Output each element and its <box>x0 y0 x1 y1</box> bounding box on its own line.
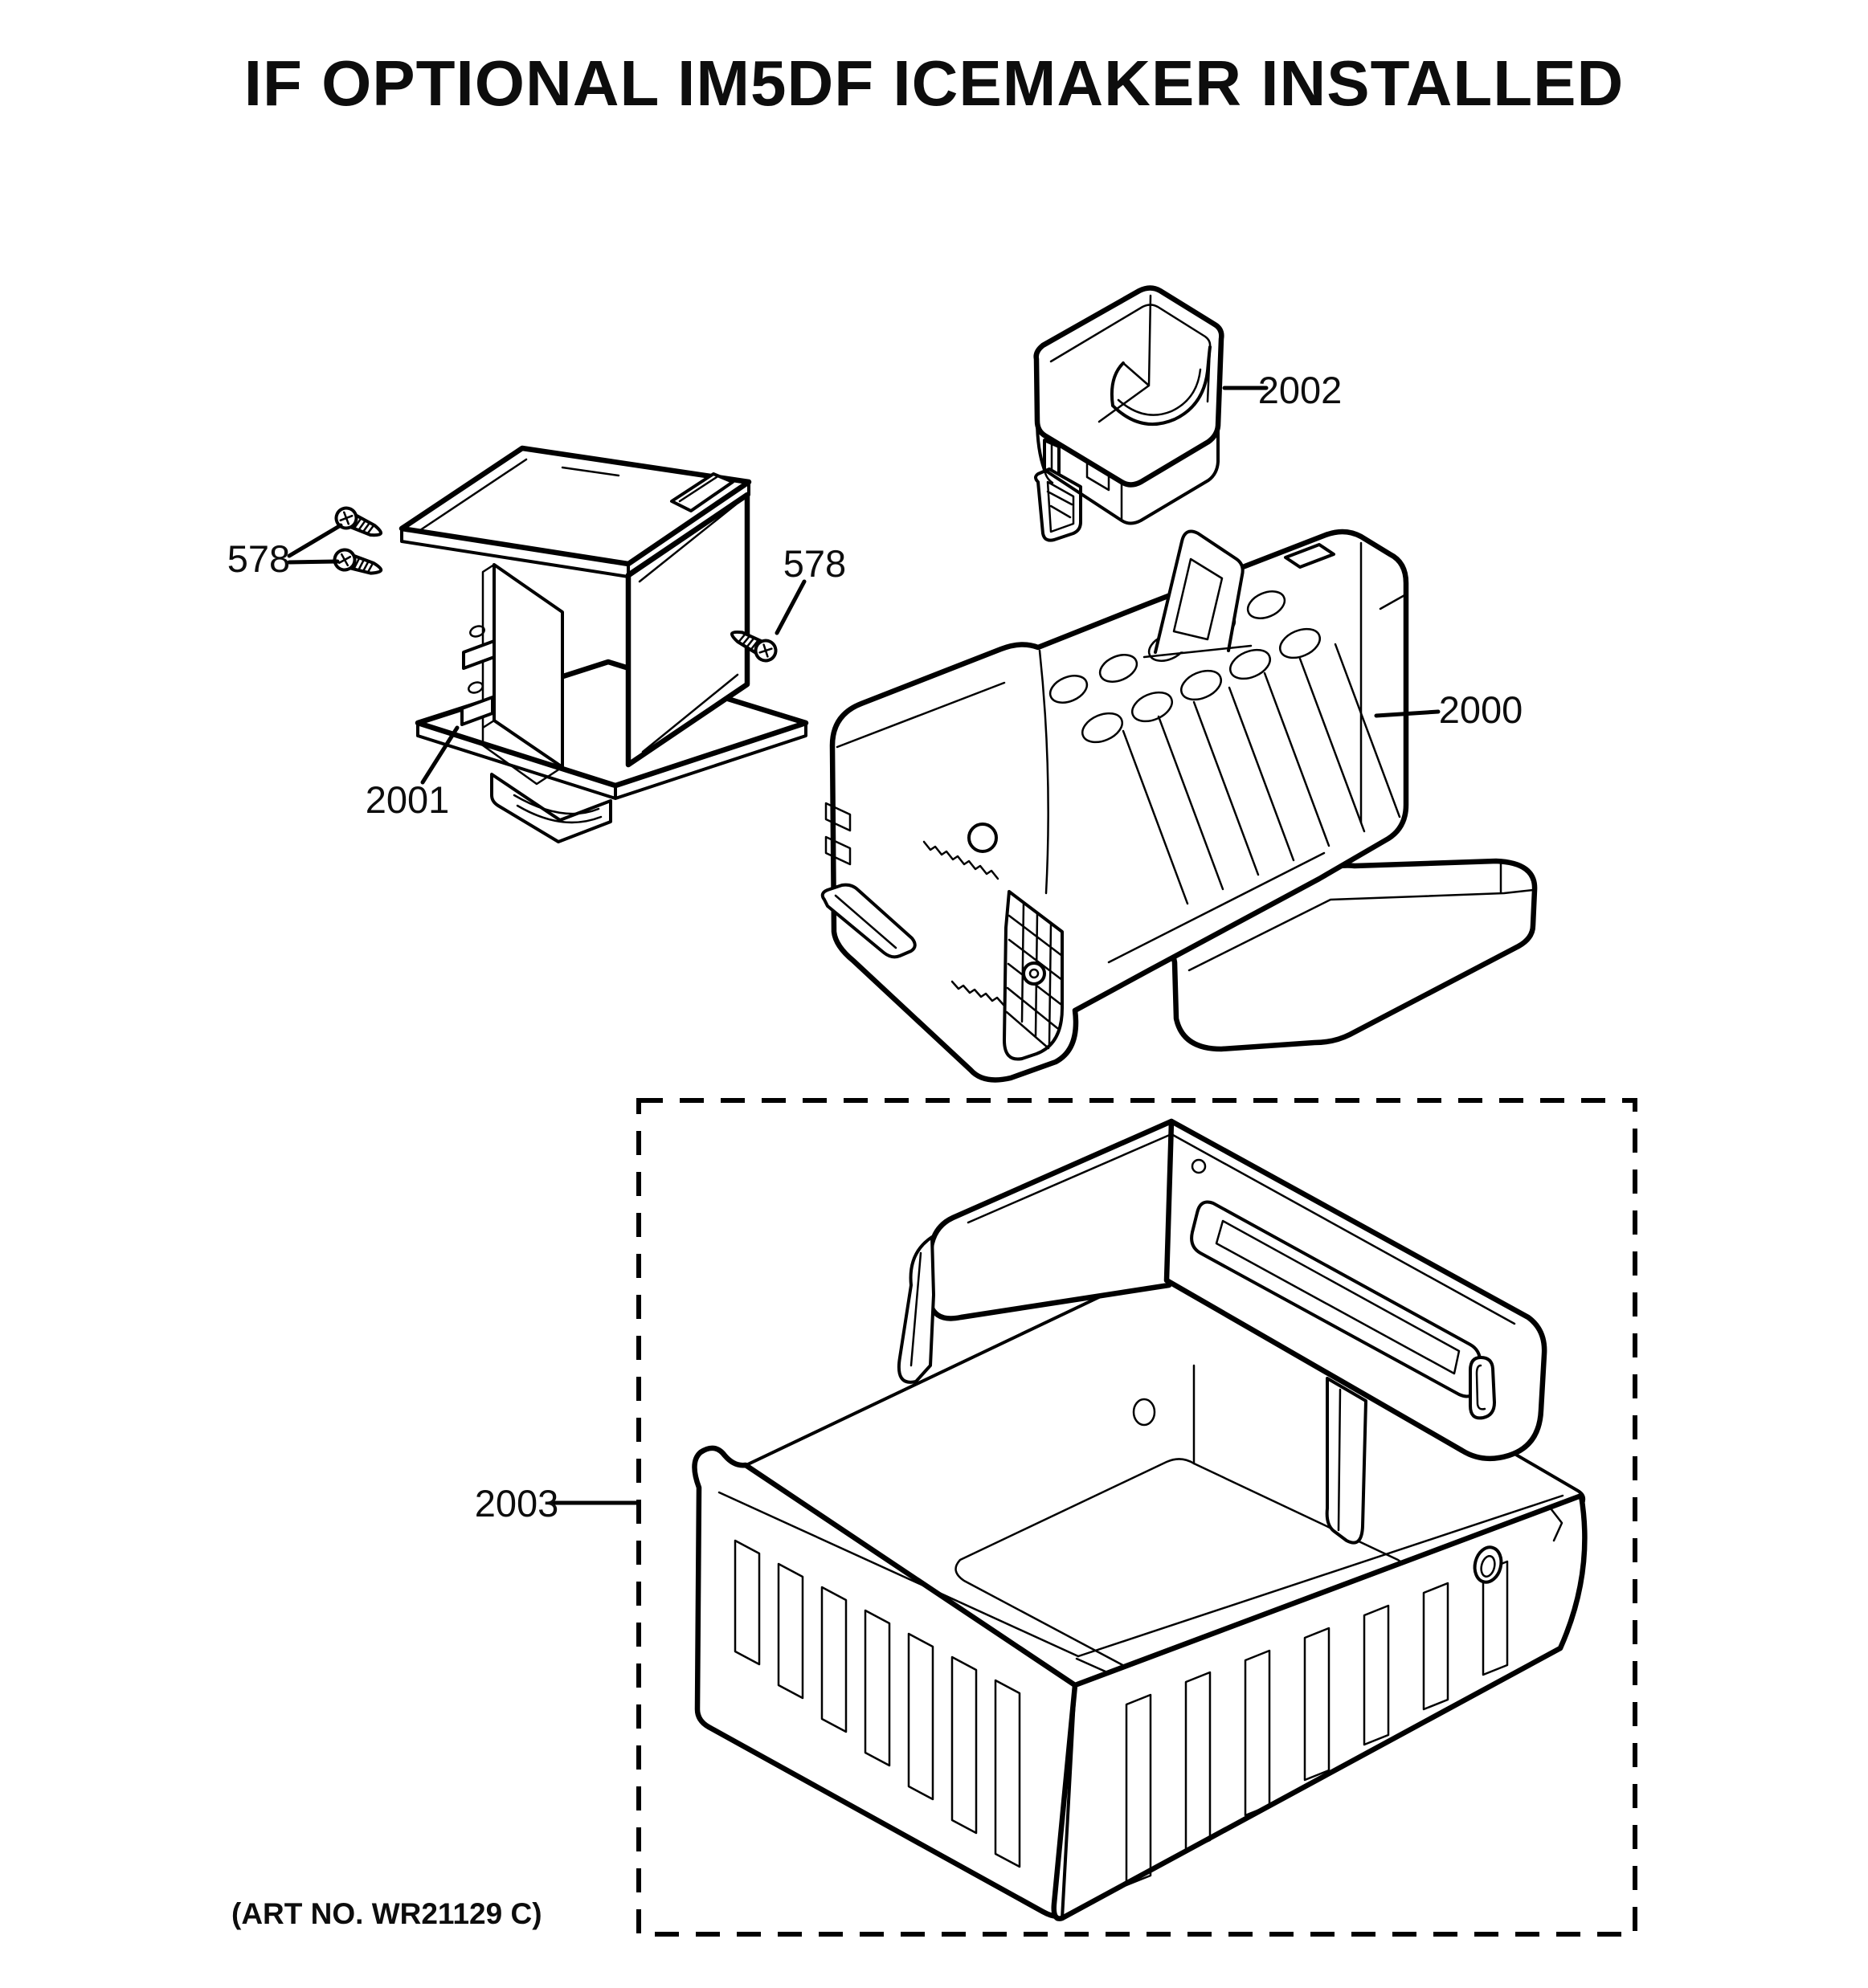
optional-group-dashed-box <box>636 1098 1637 1937</box>
leader-2000 <box>1374 709 1441 718</box>
fill-cup-drawing <box>1033 285 1224 542</box>
leader-578-left-1 <box>287 523 343 558</box>
part-label-2002: 2002 <box>1258 369 1343 411</box>
art-number: (ART NO. WR21129 C) <box>231 1897 542 1930</box>
leader-578-left-2 <box>287 559 340 565</box>
bucket-slide-rail-drawing <box>897 1118 1547 1545</box>
part-label-578-left: 578 <box>227 537 290 580</box>
part-label-578-right: 578 <box>783 542 846 585</box>
part-label-2003: 2003 <box>475 1482 559 1525</box>
part-label-2000: 2000 <box>1439 688 1523 731</box>
part-label-2001: 2001 <box>366 778 450 821</box>
leader-2001 <box>420 725 460 785</box>
page-title: IF OPTIONAL IM5DF ICEMAKER INSTALLED <box>243 47 1625 119</box>
leader-578-right <box>775 579 807 635</box>
icemaker-drawing <box>820 529 1538 1083</box>
screws-578-left <box>330 503 387 582</box>
leader-lines <box>287 386 1441 1505</box>
mounting-bracket-drawing <box>399 445 809 843</box>
